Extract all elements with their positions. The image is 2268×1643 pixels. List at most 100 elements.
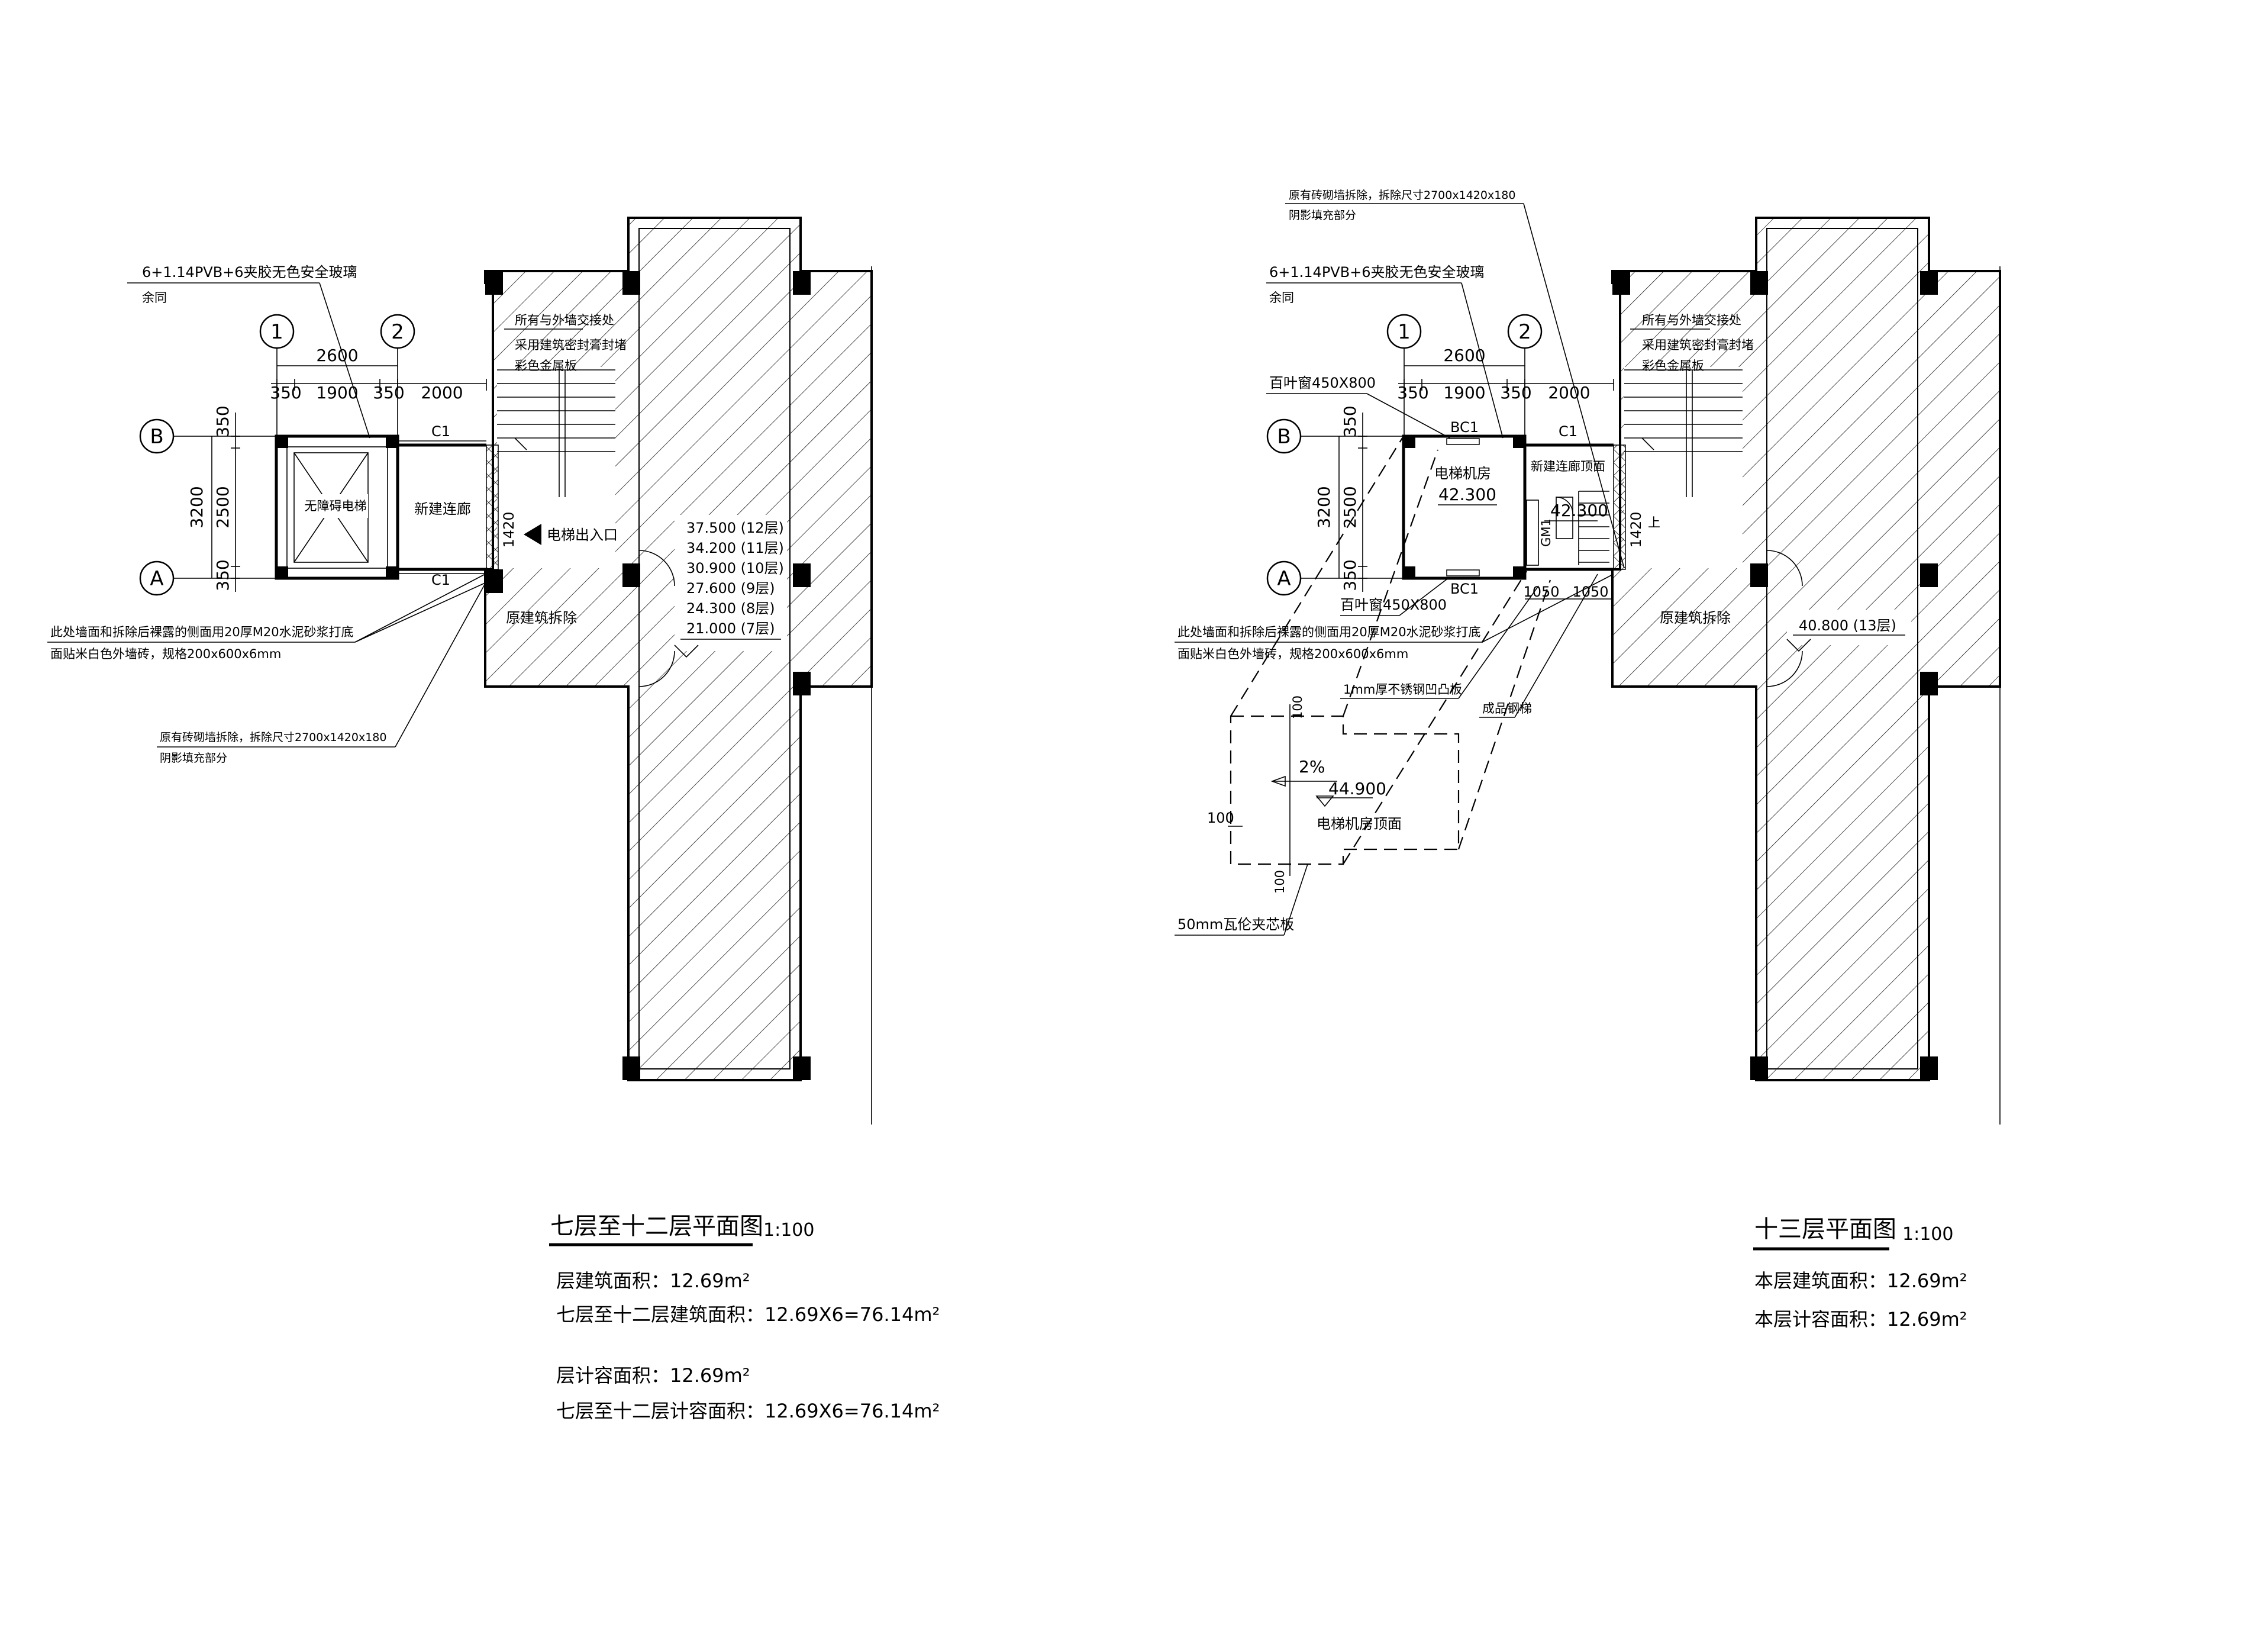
corridor-level: 42.300 [1550,501,1608,520]
level-tag-bg [675,515,787,651]
note-joint-1: 所有与外墙交接处 [515,313,614,327]
dim-350-a: 350 [270,383,301,402]
axis-bubbles-right: 1 2 B A [1266,314,1543,596]
corridor-right: 新建连廊顶面 C1 GM1 42.300 上 [1525,423,1660,571]
window-c1-bottom: C1 [431,572,450,588]
note-joint-2-right: 采用建筑密封膏封堵 [1642,338,1754,352]
dim-350-b: 350 [373,383,404,402]
plan-title-right: 十三层平面图 [1754,1216,1896,1243]
level-list-left: 37.500 (12层) 34.200 (11层) 30.900 (10层) 2… [674,520,784,658]
roof-detail: 2% 44.900 电梯机房顶面 100 100 100 [1207,437,1551,894]
axis-1: 1 [270,320,283,344]
level-13: 40.800 (13层) [1799,617,1896,634]
stair-treads-right [1624,369,1743,497]
dim-2500-right: 2500 [1340,486,1360,528]
louver-top: 百叶窗450X800 [1269,375,1376,391]
window-bc1-top: BC1 [1450,419,1479,436]
notes-left: 6+1.14PVB+6夹胶无色安全玻璃 余同 所有与外墙交接处 采用建筑密封膏封… [47,264,627,765]
note-demo-2: 阴影填充部分 [160,752,227,765]
door-swing-right-2 [1766,650,1803,687]
inner-wall-right [1766,228,1918,1069]
note-glass-1-right: 6+1.14PVB+6夹胶无色安全玻璃 [1269,264,1485,281]
note-wall-1: 此处墙面和拆除后裸露的侧面用20厚M20水泥砂浆打底 [50,625,354,639]
area-line-4-left: 七层至十二层计容面积：12.69X6=76.14m² [556,1400,940,1422]
note-joint-1-right: 所有与外墙交接处 [1642,313,1741,327]
dim-2000-right: 2000 [1548,383,1590,402]
left-dimensions-left: 3200 350 2500 350 1420 [187,405,517,592]
stair-up: 上 [1648,516,1660,530]
roof-dim-left: 100 [1207,810,1234,826]
level-12: 37.500 (12层) [686,520,784,536]
note-glass-2-right: 余同 [1269,291,1294,305]
room-corridor: 新建连廊 [414,501,471,517]
level-9: 27.600 (9层) [686,580,775,597]
window-bc1-bottom: BC1 [1450,581,1479,597]
window-c1-top: C1 [431,423,450,440]
plan-scale-right: 1:100 [1902,1224,1953,1245]
level-7: 21.000 (7层) [686,620,775,637]
door-swing-right [1766,550,1803,587]
demolished-wall-strip-right [1613,444,1626,570]
note-steel: 1mm厚不锈钢凹凸板 [1343,682,1462,697]
demolish-label-right: 原建筑拆除 [1660,610,1731,626]
area-line-2-left: 七层至十二层建筑面积：12.69X6=76.14m² [556,1303,940,1326]
left-dimensions-right: 3200 350 2500 350 1420 [1314,405,1644,592]
inner-wall-left [638,228,791,1069]
dim-2600-right: 2600 [1443,346,1485,365]
top-dimensions-left: 2600 350 1900 350 2000 [270,346,487,402]
dim-3200: 3200 [187,486,207,528]
machine-room: 电梯机房 42.300 BC1 BC1 [1402,419,1527,597]
dim-2600: 2600 [316,346,358,365]
demolished-wall-strip [486,444,499,570]
axis-bubbles-left: 1 2 B A [139,314,415,596]
stair-treads [497,369,615,497]
note-wall-1-right: 此处墙面和拆除后裸露的侧面用20厚M20水泥砂浆打底 [1177,625,1481,639]
note-joint-3-right: 彩色金属板 [1642,359,1704,373]
axis-a: A [150,567,163,591]
dim-left-350-a-right: 350 [1340,405,1360,437]
room-elevator: 无障碍电梯 [305,499,367,513]
roof-level: 44.900 [1328,779,1386,798]
entry-label: 电梯出入口 [547,527,618,543]
area-line-1-left: 层建筑面积：12.69m² [556,1270,750,1292]
existing-building-left [484,217,873,1125]
elevator-shaft-left: 无障碍电梯 [275,434,399,580]
corridor-left: 新建连廊 C1 C1 [398,423,499,588]
roof-label: 电梯机房顶面 [1317,816,1402,832]
area-line-2-right: 本层计容面积：12.69m² [1754,1308,1967,1330]
left-plan: 无障碍电梯 新建连廊 C1 C1 电梯出入口 1 2 B A [47,217,940,1422]
title-block-left: 七层至十二层平面图 1:100 层建筑面积：12.69m² 七层至十二层建筑面积… [549,1213,940,1422]
note-glass-2: 余同 [142,291,167,305]
room-machine: 电梯机房 [1434,465,1491,482]
columns-right [1612,271,1938,1080]
louver-bottom: 百叶窗450X800 [1340,597,1447,613]
top-dimensions-right: 2600 350 1900 350 2000 [1397,346,1614,402]
door-swing-2 [638,650,675,687]
dim-left-350-a: 350 [213,405,233,437]
axis-2: 2 [391,320,404,344]
dim-1900-right: 1900 [1443,383,1485,402]
note-glass-1: 6+1.14PVB+6夹胶无色安全玻璃 [142,264,357,281]
stair-area [497,367,615,568]
dim-left-350-b: 350 [213,559,233,591]
dim-2000: 2000 [421,383,463,402]
note-panel: 50mm瓦伦夹芯板 [1177,916,1294,933]
level-13-bg [1787,610,1911,645]
axis-a-right: A [1277,567,1291,591]
room-machine-level: 42.300 [1438,485,1496,504]
dim-2500: 2500 [213,486,233,528]
roof-dim-bottom: 100 [1273,870,1287,894]
note-joint-3: 彩色金属板 [515,359,577,373]
dim-350-b-right: 350 [1500,383,1531,402]
axis-2-right: 2 [1518,320,1531,344]
dim-left-350-b-right: 350 [1340,559,1360,591]
note-demo-1: 原有砖砌墙拆除，拆除尺寸2700x1420x180 [160,731,386,744]
dim-1420: 1420 [501,511,517,547]
door-gm1: GM1 [1539,518,1553,547]
stair-area-right [1624,367,1743,568]
axis-b-right: B [1277,425,1291,449]
note-demo-2-right: 阴影填充部分 [1289,209,1356,222]
note-wall-2: 面贴米白色外墙砖，规格200x600x6mm [50,647,281,661]
dim-1420-right: 1420 [1628,511,1644,547]
axis-1-right: 1 [1398,320,1411,344]
